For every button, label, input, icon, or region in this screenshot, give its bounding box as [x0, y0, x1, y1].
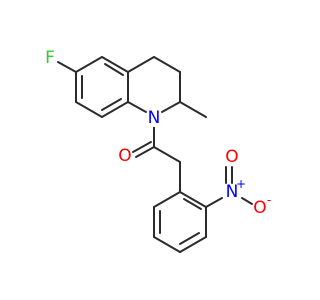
bond: [101, 56, 129, 73]
bond: [179, 101, 207, 118]
nitro-oxygen-charge: -: [267, 193, 271, 207]
bond: [75, 101, 103, 118]
label-background: [145, 109, 163, 127]
bond: [101, 98, 122, 111]
bond: [75, 56, 103, 73]
nitro-oxygen-top-label: O: [225, 147, 238, 167]
bond: [101, 101, 129, 118]
bond: [161, 101, 181, 113]
bond: [183, 198, 202, 210]
nitro-oxygen-right-label: O: [253, 198, 266, 218]
bond: [153, 236, 181, 253]
bond: [135, 146, 155, 158]
bond: [205, 197, 223, 208]
bond: [179, 232, 200, 245]
nitro-nitrogen-label: N: [226, 182, 239, 202]
bond: [57, 61, 77, 73]
bond: [132, 141, 152, 153]
molecule-diagram: F N O N + O O -: [45, 48, 271, 253]
bond: [153, 56, 181, 73]
bond: [127, 56, 155, 73]
fluorine-label: F: [45, 48, 55, 68]
nitro-nitrogen-charge: +: [236, 177, 246, 191]
structure-svg: F N O N + O O -: [45, 48, 271, 253]
bond: [241, 197, 253, 205]
bond: [127, 101, 147, 113]
bond: [179, 236, 207, 253]
amide-nitrogen-label: N: [148, 108, 161, 128]
carbonyl-oxygen-label: O: [118, 146, 131, 166]
bond: [179, 191, 207, 208]
bond: [153, 146, 181, 163]
bond: [153, 191, 181, 208]
bond: [104, 63, 124, 76]
